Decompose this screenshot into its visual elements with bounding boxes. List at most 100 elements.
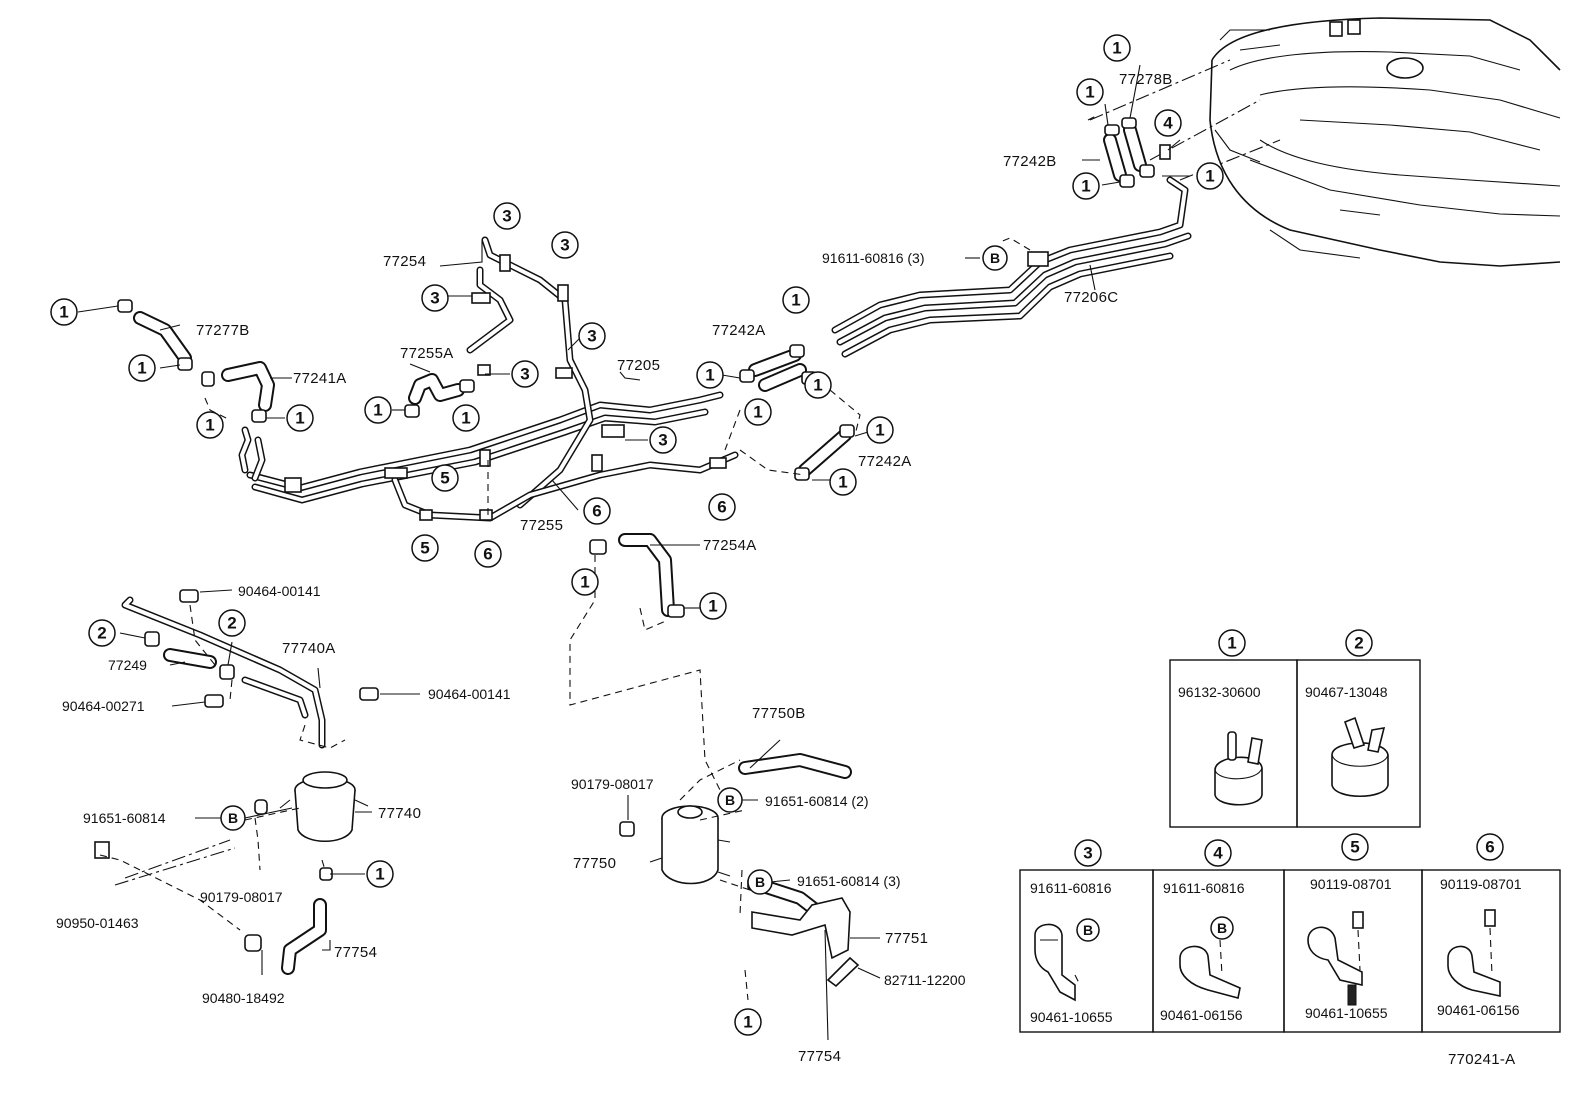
label-90464-00141-b: 90464-00141 (428, 686, 511, 702)
svg-text:1: 1 (813, 376, 822, 395)
svg-text:1: 1 (875, 421, 884, 440)
callout-1: 1 (804, 371, 832, 399)
svg-text:4: 4 (1163, 114, 1173, 133)
callout-6: 6 (708, 493, 736, 521)
callout-3: 3 (511, 360, 539, 388)
assembly-dashed-lines (99, 114, 1099, 1001)
svg-text:5: 5 (440, 469, 449, 488)
legend-c3-bottom: 90461-10655 (1030, 1009, 1113, 1025)
callout-b: B (982, 245, 1008, 271)
legend-callout-5: 5 (1341, 833, 1369, 861)
label-77754-mid: 77754 (798, 1048, 841, 1065)
callout-1: 1 (50, 298, 78, 326)
label-77255a: 77255A (400, 345, 454, 362)
callout-5: 5 (431, 464, 459, 492)
legend-b-3: B (1076, 918, 1100, 942)
label-77277b: 77277B (196, 322, 250, 339)
callout-1: 1 (196, 411, 224, 439)
callout-1: 1 (829, 468, 857, 496)
callout-3: 3 (421, 284, 449, 312)
label-77751: 77751 (885, 930, 928, 947)
callout-3: 3 (493, 202, 521, 230)
callout-5: 5 (411, 534, 439, 562)
callout-1: 1 (571, 568, 599, 596)
label-77242a-right: 77242A (858, 453, 912, 470)
legend-callout-4: 4 (1204, 839, 1232, 867)
label-77740: 77740 (378, 805, 421, 822)
pipe-clamp-6-icon (1447, 909, 1501, 997)
callouts: 1 1 1 1 1 1 3 3 3 3 3 3 5 5 6 6 6 1 1 1 … (50, 34, 1224, 1036)
svg-text:2: 2 (227, 614, 236, 633)
label-77278b: 77278B (1119, 71, 1173, 88)
fuel-filter-77740 (279, 771, 369, 842)
hose-clamp-2-icon (1331, 716, 1389, 797)
callout-1: 1 (364, 396, 392, 424)
legend-c5-bottom: 90461-10655 (1305, 1005, 1388, 1021)
label-77255: 77255 (520, 517, 563, 534)
diagram-id: 770241-A (1448, 1051, 1515, 1068)
svg-text:3: 3 (520, 365, 529, 384)
label-82711-12200: 82711-12200 (884, 972, 966, 988)
svg-text:3: 3 (658, 431, 667, 450)
callout-1: 1 (744, 398, 772, 426)
label-77249: 77249 (108, 657, 147, 673)
legend-c4-bottom: 90461-06156 (1160, 1007, 1243, 1023)
svg-text:B: B (1083, 922, 1093, 938)
svg-text:1: 1 (461, 409, 470, 428)
legend-callout-3: 3 (1074, 839, 1102, 867)
legend-c2-part: 90467-13048 (1305, 684, 1388, 700)
callout-3: 3 (578, 322, 606, 350)
label-77754-left: 77754 (334, 944, 377, 961)
callout-1: 1 (286, 404, 314, 432)
label-90480-18492: 90480-18492 (202, 990, 285, 1006)
svg-text:B: B (228, 810, 238, 826)
svg-text:1: 1 (708, 597, 717, 616)
callout-1: 1 (1076, 78, 1104, 106)
pipe-clamp-4-icon (1179, 939, 1241, 999)
svg-text:B: B (1217, 920, 1227, 936)
svg-text:6: 6 (592, 502, 601, 521)
svg-text:1: 1 (1081, 177, 1090, 196)
svg-text:1: 1 (838, 473, 847, 492)
label-77241a: 77241A (293, 370, 347, 387)
callout-3: 3 (649, 426, 677, 454)
legend-c3-top: 91611-60816 (1030, 880, 1112, 896)
pipe-clamp-5-icon (1307, 911, 1364, 1006)
leader-lines (77, 64, 1190, 1041)
svg-text:1: 1 (1205, 167, 1214, 186)
svg-text:1: 1 (791, 291, 800, 310)
clamp-legend: 1 2 96132-30600 90467-13048 3 4 5 6 9161… (1019, 629, 1561, 1033)
callout-1: 1 (782, 286, 810, 314)
svg-text:1: 1 (705, 366, 714, 385)
small-parts (94, 117, 1171, 988)
svg-text:1: 1 (743, 1013, 752, 1032)
svg-text:B: B (725, 792, 735, 808)
label-91651-60814-3: 91651-60814 (3) (797, 873, 901, 889)
label-77242a-top: 77242A (712, 322, 766, 339)
fuel-pipe-bundle (238, 176, 1192, 522)
label-91611-60816-3: 91611-60816 (3) (822, 250, 924, 266)
svg-text:1: 1 (375, 865, 384, 884)
label-77750: 77750 (573, 855, 616, 872)
callout-6: 6 (583, 497, 611, 525)
svg-text:1: 1 (373, 401, 382, 420)
svg-text:1: 1 (59, 303, 68, 322)
svg-text:2: 2 (97, 624, 106, 643)
label-77205: 77205 (617, 357, 660, 374)
svg-text:3: 3 (587, 327, 596, 346)
legend-c6-top: 90119-08701 (1440, 876, 1522, 892)
legend-c4-top: 91611-60816 (1163, 880, 1245, 896)
bracket-77751 (751, 897, 851, 960)
svg-text:5: 5 (420, 539, 429, 558)
legend-c5-top: 90119-08701 (1310, 876, 1392, 892)
legend-callout-6: 6 (1476, 833, 1504, 861)
svg-text:6: 6 (1485, 838, 1494, 857)
callout-4: 4 (1154, 109, 1182, 137)
pipe-clamp-3-icon (1034, 923, 1081, 1002)
svg-text:6: 6 (717, 498, 726, 517)
svg-text:1: 1 (580, 573, 589, 592)
callout-b: B (747, 869, 773, 895)
callout-1: 1 (1196, 162, 1224, 190)
callout-1: 1 (128, 354, 156, 382)
